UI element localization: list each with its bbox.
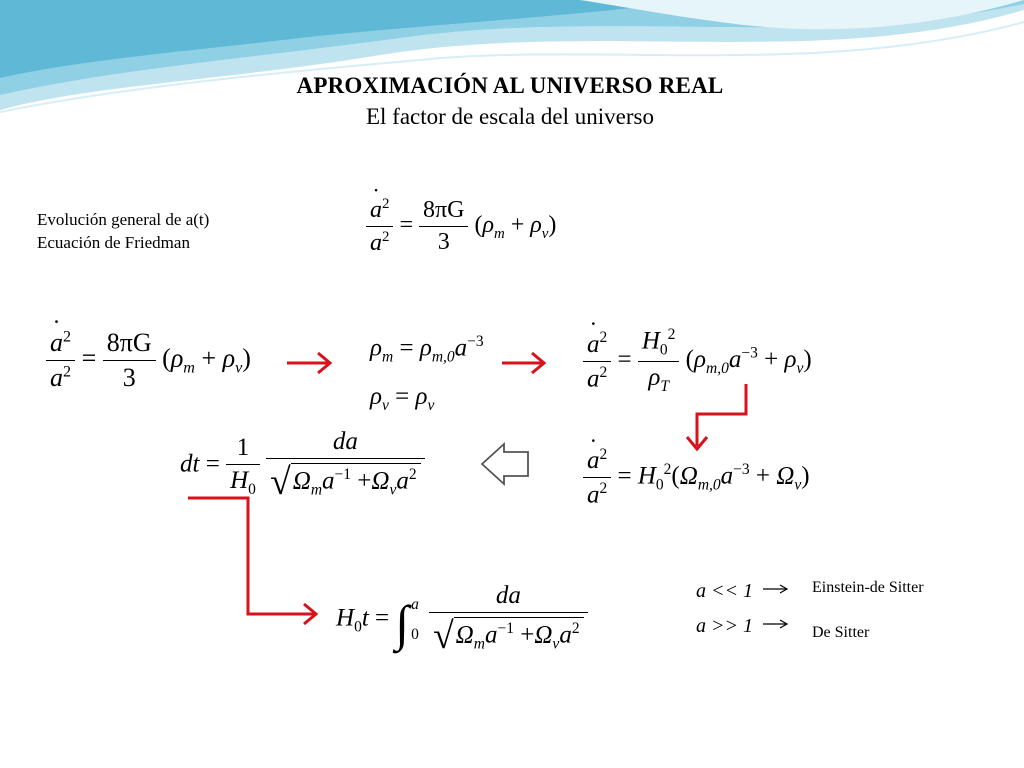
arrow-elbow-icon	[188, 496, 319, 626]
hollow-arrow-left-icon	[480, 441, 529, 487]
evolution-note-line-1: Evolución general de a(t)	[37, 210, 210, 229]
header-wave-decoration	[0, 0, 1024, 113]
slide-subtitle: El factor de escala del universo	[365, 104, 654, 129]
limit-large-a: a >> 1	[696, 615, 753, 637]
evolution-note: Evolución general de a(t) Ecuación de Fr…	[37, 208, 209, 254]
de-sitter-label: De Sitter	[812, 624, 870, 641]
density-relations: ρm = ρm,0a−3 ρv = ρv	[370, 333, 484, 415]
einstein-de-sitter-label: Einstein-de Sitter	[812, 579, 924, 596]
arrow-right-icon-2	[502, 351, 547, 375]
limit-small-a: a << 1	[696, 580, 753, 602]
arrow-thin-icon-1	[763, 584, 789, 594]
arrow-right-icon-1	[287, 351, 333, 375]
arrow-thin-icon-2	[763, 619, 789, 629]
slide-title: APROXIMACIÓN AL UNIVERSO REAL	[296, 73, 724, 98]
evolution-note-line-2: Ecuación de Friedman	[37, 233, 190, 252]
friedman-rhs-numerator: 8πG	[418, 197, 469, 227]
friedman-rhs-denominator: 3	[437, 229, 450, 255]
